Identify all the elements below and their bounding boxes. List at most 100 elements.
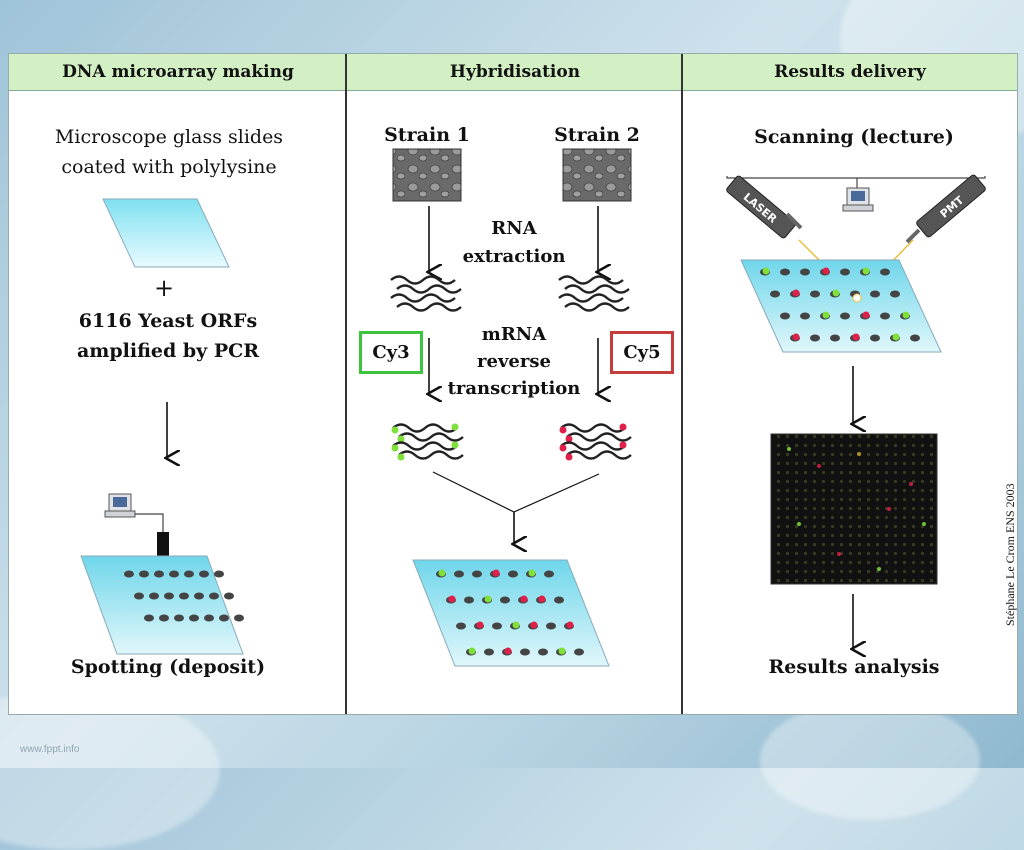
- fluor-spot: [792, 289, 800, 297]
- spotted-array: [124, 570, 244, 622]
- nucleic-strand: [392, 441, 458, 451]
- dye-marker: [391, 444, 399, 452]
- array-spot: [500, 596, 510, 604]
- array-spot: [880, 312, 890, 320]
- fluorescence-image: [770, 433, 938, 585]
- rna-strands-2: [558, 275, 630, 312]
- fluor-spot: [832, 289, 840, 297]
- array-spot: [456, 622, 466, 630]
- array-spot: [472, 570, 482, 578]
- header-results-delivery: Results delivery: [774, 62, 926, 82]
- cy5-label: Cy5: [623, 342, 661, 363]
- mrna-label-line1: mRNA: [481, 324, 547, 345]
- fluor-spot: [484, 595, 492, 603]
- glow-spot: [817, 464, 821, 468]
- array-spot: [159, 614, 169, 622]
- nucleic-strand: [396, 284, 462, 294]
- array-spot: [840, 268, 850, 276]
- results-analysis-label: Results analysis: [768, 656, 940, 678]
- array-spot: [219, 614, 229, 622]
- mrna-label-line2: reverse: [477, 351, 551, 372]
- fluor-spot: [792, 333, 800, 341]
- nucleic-strand: [564, 302, 630, 312]
- fluor-spot: [762, 267, 770, 275]
- slides-label-line2: coated with polylysine: [61, 156, 277, 178]
- fluor-spot: [566, 621, 574, 629]
- array-spot: [870, 290, 880, 298]
- spotting-label: Spotting (deposit): [70, 656, 266, 678]
- array-spot: [890, 290, 900, 298]
- array-spot: [149, 592, 159, 600]
- cy3-box: Cy3: [359, 331, 423, 374]
- hybridised-array: [436, 569, 584, 656]
- array-spot: [209, 592, 219, 600]
- column-divider-2: [681, 54, 683, 714]
- fluor-spot: [512, 621, 520, 629]
- fluor-spot: [492, 569, 500, 577]
- fluor-spot: [822, 267, 830, 275]
- array-spot: [234, 614, 244, 622]
- fluorescence-spots: [787, 447, 926, 571]
- fluor-spot: [468, 647, 476, 655]
- array-spot: [810, 334, 820, 342]
- nucleic-strand: [398, 432, 464, 442]
- glass-slide: [102, 198, 230, 268]
- diagram-panel: DNA microarray making Hybridisation Resu…: [8, 53, 1018, 715]
- orfs-label-line1: 6116 Yeast ORFs: [78, 310, 258, 332]
- strain2-label: Strain 2: [554, 124, 640, 146]
- header-hybridisation: Hybridisation: [449, 62, 581, 82]
- array-spot: [164, 592, 174, 600]
- scanned-array: [760, 267, 920, 342]
- nucleic-strand: [566, 432, 632, 442]
- array-spot: [830, 334, 840, 342]
- fluor-spot: [558, 647, 566, 655]
- mrna-label-line3: transcription: [447, 378, 581, 399]
- glow-spot: [877, 567, 881, 571]
- array-spot: [484, 648, 494, 656]
- array-spot: [770, 290, 780, 298]
- cy5-box: Cy5: [610, 331, 674, 374]
- labeled-cdna-cy3: [391, 423, 464, 461]
- fluor-spot: [902, 311, 910, 319]
- array-spot: [199, 570, 209, 578]
- array-spot: [454, 570, 464, 578]
- dye-marker: [391, 426, 399, 434]
- dye-marker: [559, 444, 567, 452]
- rna-label-line1: RNA: [491, 218, 537, 239]
- scanner-computer-icon: [842, 187, 874, 212]
- array-spot: [546, 622, 556, 630]
- nucleic-strand: [558, 293, 624, 303]
- array-spot: [169, 570, 179, 578]
- glow-spot: [909, 482, 913, 486]
- array-spot: [154, 570, 164, 578]
- array-spot: [174, 614, 184, 622]
- laser-spot: [852, 293, 862, 303]
- scanning-label: Scanning (lecture): [754, 126, 954, 148]
- array-spot: [574, 648, 584, 656]
- array-spot: [492, 622, 502, 630]
- fluor-spot: [520, 595, 528, 603]
- array-spot: [139, 570, 149, 578]
- cy3-label: Cy3: [372, 342, 410, 363]
- array-spot: [840, 312, 850, 320]
- scanner-frame: [726, 176, 986, 179]
- nucleic-strand: [560, 441, 626, 451]
- glow-spot: [797, 522, 801, 526]
- pmt-arrow: [905, 228, 921, 244]
- array-spot: [780, 268, 790, 276]
- computer-icon: [104, 493, 136, 518]
- array-spot: [179, 592, 189, 600]
- nucleic-strand: [390, 275, 456, 285]
- glow-spot: [922, 522, 926, 526]
- nucleic-strand: [558, 275, 624, 285]
- strain1-label: Strain 1: [384, 124, 470, 146]
- fluor-spot: [448, 595, 456, 603]
- scanned-slide: [740, 259, 942, 353]
- diagram-drawings: LASER PMT: [80, 148, 986, 667]
- glow-spot: [787, 447, 791, 451]
- fluor-spot: [862, 267, 870, 275]
- array-spot: [144, 614, 154, 622]
- fluor-spot: [504, 647, 512, 655]
- dye-marker: [565, 435, 573, 443]
- array-spot: [880, 268, 890, 276]
